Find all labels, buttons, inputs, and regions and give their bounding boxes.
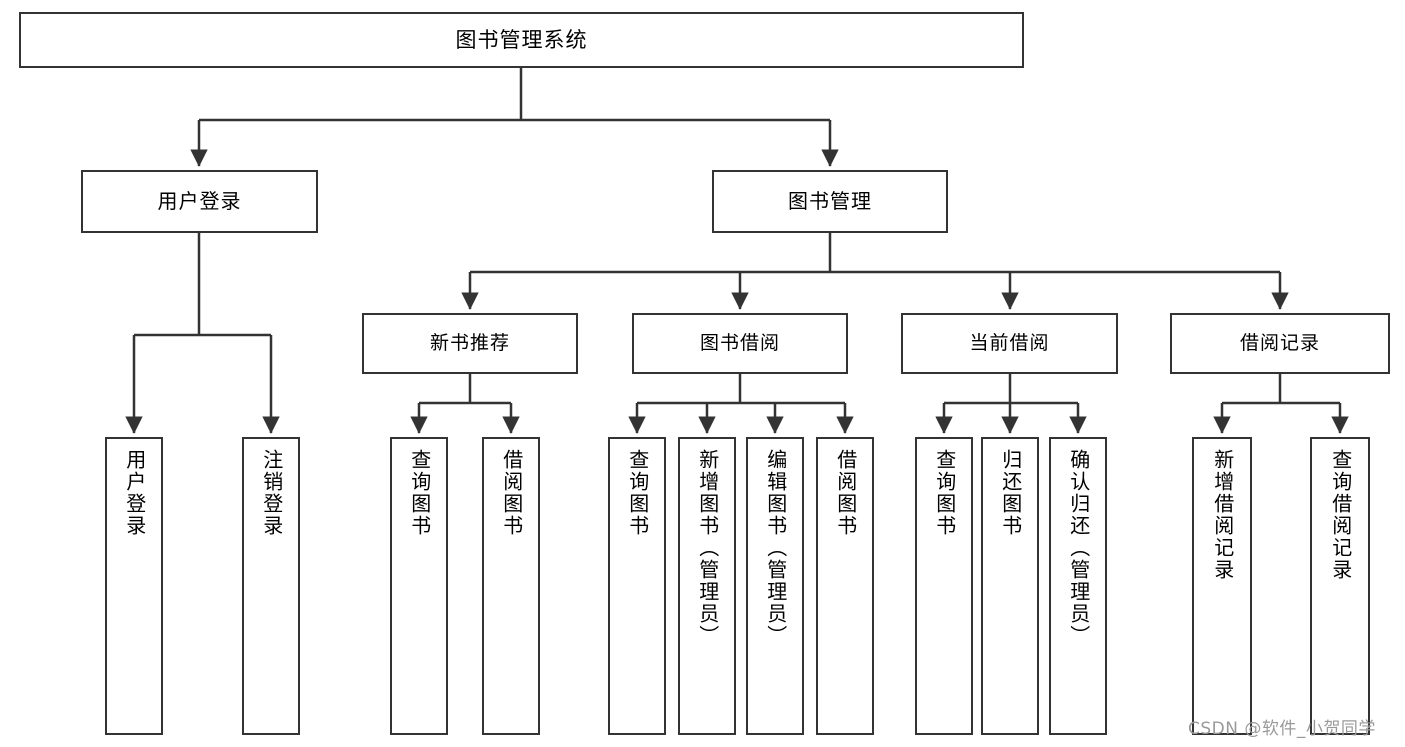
connectors-currentborrow-to-leaves [935,374,1087,434]
node-label: 新增借阅记录 [1210,449,1235,581]
node-borrow-record[interactable]: 借阅记录 [1170,313,1390,374]
leaf-add-borrow-record[interactable]: 新增借阅记录 [1192,437,1252,735]
node-book-management[interactable]: 图书管理 [712,170,948,233]
node-label: 确认归还（管理员） [1066,449,1091,647]
node-user-login[interactable]: 用户登录 [81,170,318,233]
node-label: 新书推荐 [429,332,510,355]
node-root-book-management-system[interactable]: 图书管理系统 [19,12,1024,68]
connectors-bookmanage-to-level2 [461,233,1289,310]
leaf-borrow-book[interactable]: 借阅图书 [816,437,874,735]
leaf-query-book-current[interactable]: 查询图书 [915,437,973,735]
node-label: 查询图书 [932,449,957,537]
connectors-newbook-to-leaves [410,374,520,434]
node-label: 借阅记录 [1239,332,1320,355]
leaf-logout-login[interactable]: 注销登录 [242,437,300,735]
node-label: 编辑图书（管理员） [763,449,788,647]
connectors-bookborrow-to-leaves [628,374,854,434]
leaf-confirm-return-admin[interactable]: 确认归还（管理员） [1049,437,1107,735]
node-label: 当前借阅 [969,332,1050,355]
node-label: 图书管理 [788,188,872,213]
node-label: 借阅图书 [833,449,858,537]
node-label: 查询图书 [407,449,432,537]
node-label: 借阅图书 [499,449,524,537]
leaf-query-book-borrow[interactable]: 查询图书 [608,437,666,735]
node-label: 用户登录 [122,449,147,537]
node-label: 查询借阅记录 [1328,449,1353,581]
connectors-userlogin-to-leaves [125,233,280,434]
node-label: 注销登录 [259,449,284,537]
node-book-borrow[interactable]: 图书借阅 [632,313,848,374]
leaf-borrow-book-recommend[interactable]: 借阅图书 [482,437,540,735]
node-label: 归还图书 [998,449,1023,537]
watermark-text: CSDN @软件_小贺同学 [1188,719,1376,739]
node-label: 查询图书 [625,449,650,537]
leaf-user-login[interactable]: 用户登录 [105,437,163,735]
leaf-query-borrow-record[interactable]: 查询借阅记录 [1310,437,1370,735]
connectors-borrowrecord-to-leaves [1213,374,1349,434]
node-current-borrow[interactable]: 当前借阅 [901,313,1118,374]
connectors-root-to-level1 [190,68,839,167]
node-label: 新增图书（管理员） [695,449,720,647]
leaf-add-book-admin[interactable]: 新增图书（管理员） [678,437,736,735]
node-new-book-recommend[interactable]: 新书推荐 [362,313,578,374]
node-label: 图书管理系统 [455,27,588,52]
leaf-edit-book-admin[interactable]: 编辑图书（管理员） [746,437,804,735]
leaf-query-book-recommend[interactable]: 查询图书 [390,437,448,735]
leaf-return-book[interactable]: 归还图书 [981,437,1039,735]
node-label: 图书借阅 [699,332,780,355]
node-label: 用户登录 [157,188,242,213]
